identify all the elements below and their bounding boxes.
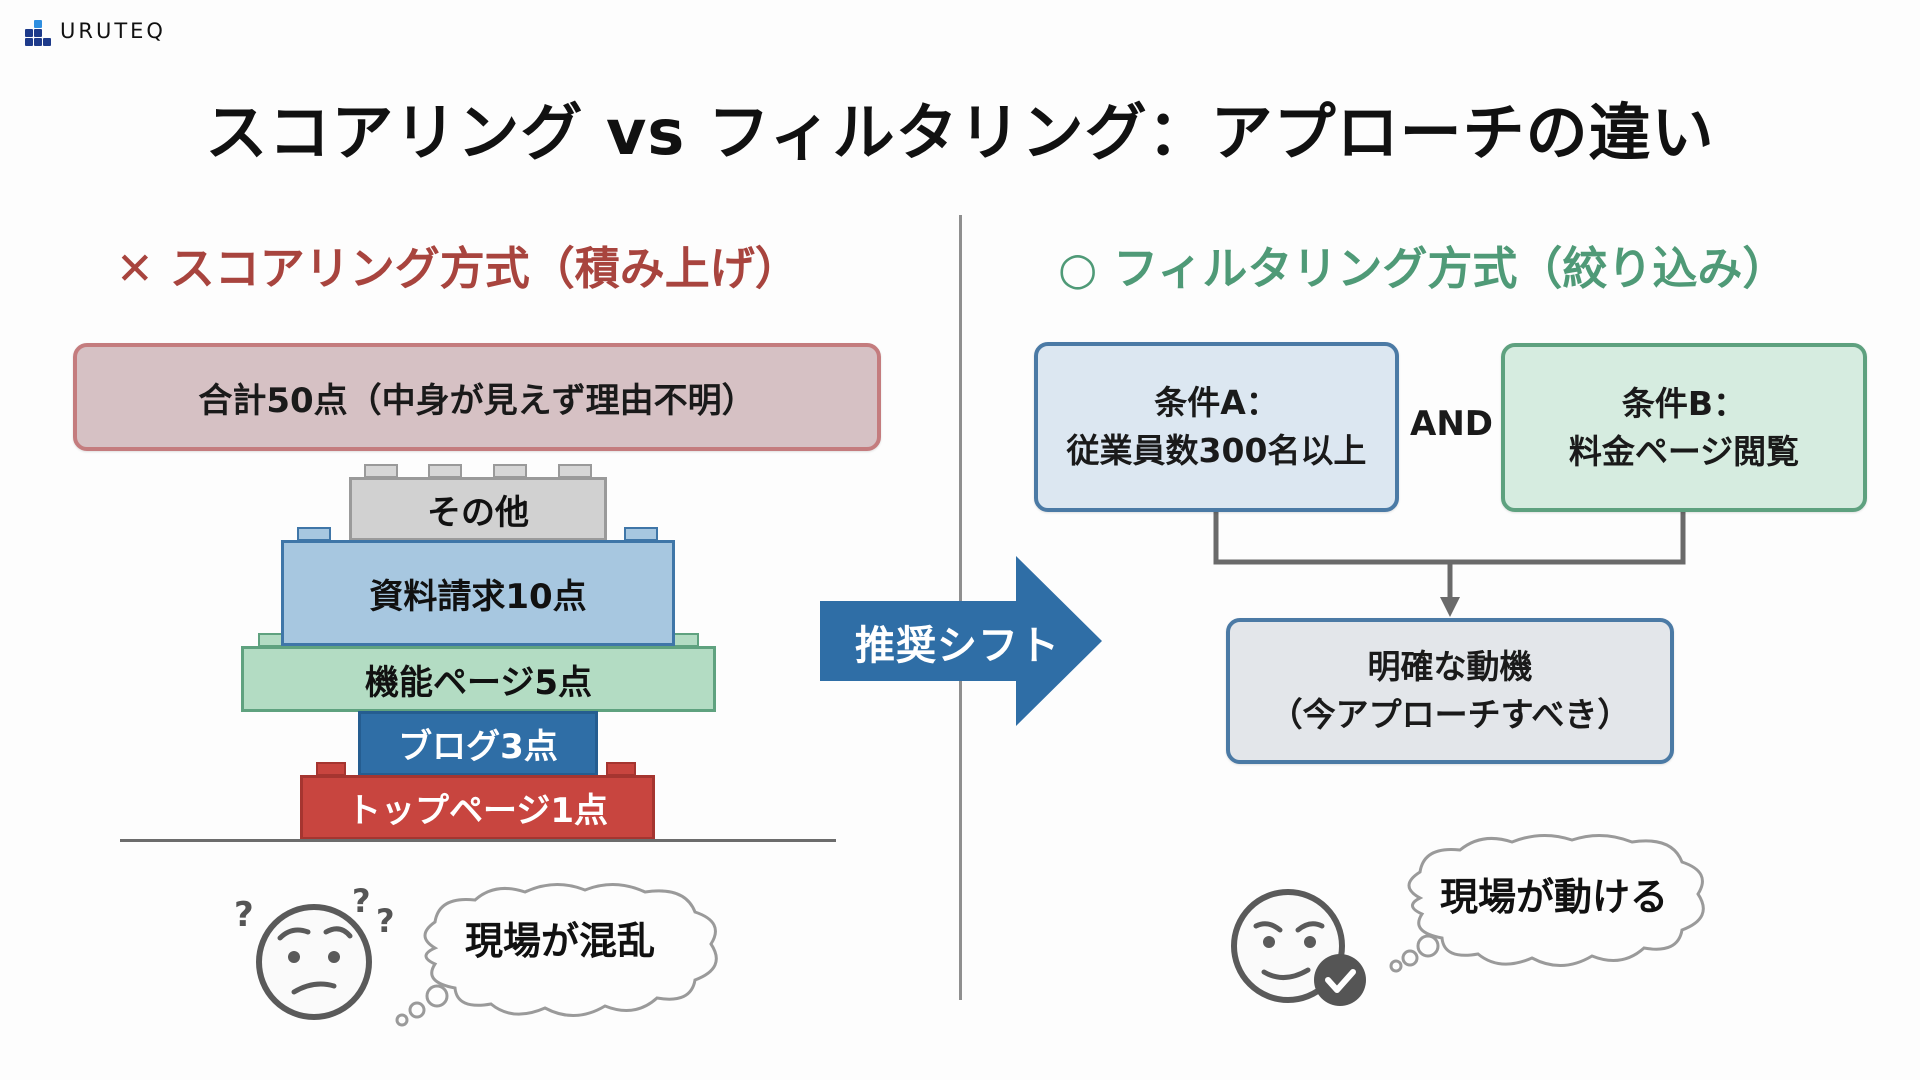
filtering-heading: ○ フィルタリング方式（絞り込み） [1058, 232, 1787, 297]
result-detail: （今アプローチすべき） [1269, 695, 1631, 734]
check-icon [1325, 969, 1356, 993]
question-mark-icon: ? [234, 895, 254, 935]
scoring-heading: ✕ スコアリング方式（積み上げ） [116, 232, 800, 297]
result-title: 明確な動機 [1367, 647, 1533, 687]
thought-text-confident: 現場が動ける [1440, 875, 1669, 919]
ground-line [120, 839, 836, 842]
result-box: 明確な動機 （今アプローチすべき） [1226, 618, 1674, 764]
condition-a-title: 条件A： [1154, 383, 1279, 423]
scoring-heading-text: スコアリング方式（積み上げ） [169, 242, 800, 295]
condition-b-title: 条件B： [1621, 383, 1747, 423]
and-connector-lines [1213, 511, 1686, 617]
confused-face-icon: ? ? ? [234, 882, 395, 1020]
brand-name: URUTEQ [60, 19, 166, 43]
shift-arrow-label: 推奨シフト [855, 623, 1060, 669]
block-other: その他 [349, 477, 607, 541]
condition-a-detail: 従業員数300名以上 [1066, 431, 1367, 470]
thought-cloud-right [1389, 834, 1705, 973]
confident-face-check-icon [1231, 889, 1366, 1006]
block-document-request: 資料請求10点 [281, 540, 675, 646]
circle-icon: ○ [1058, 242, 1098, 295]
question-mark-icon: ? [376, 902, 395, 940]
block-feature-page: 機能ページ5点 [241, 646, 716, 712]
thought-cloud-left [395, 883, 718, 1027]
and-operator: AND [1410, 404, 1493, 444]
condition-b-box: 条件B： 料金ページ閲覧 [1501, 343, 1867, 512]
thought-text-confused: 現場が混乱 [465, 919, 656, 963]
total-score-box: 合計50点（中身が見えず理由不明） [73, 343, 881, 451]
question-mark-icon: ? [352, 882, 371, 920]
arrow-down-icon [1440, 597, 1460, 617]
cross-icon: ✕ [116, 242, 154, 295]
block-blog: ブログ3点 [358, 711, 598, 776]
condition-b-detail: 料金ページ閲覧 [1568, 431, 1800, 471]
condition-a-box: 条件A： 従業員数300名以上 [1034, 342, 1399, 512]
page-title: スコアリング vs フィルタリング：アプローチの違い [205, 96, 1715, 169]
brand-logo-icon [25, 20, 53, 46]
filtering-heading-text: フィルタリング方式（絞り込み） [1113, 242, 1788, 295]
block-top-page: トップページ1点 [300, 775, 655, 840]
shift-arrow-icon [820, 556, 1102, 726]
